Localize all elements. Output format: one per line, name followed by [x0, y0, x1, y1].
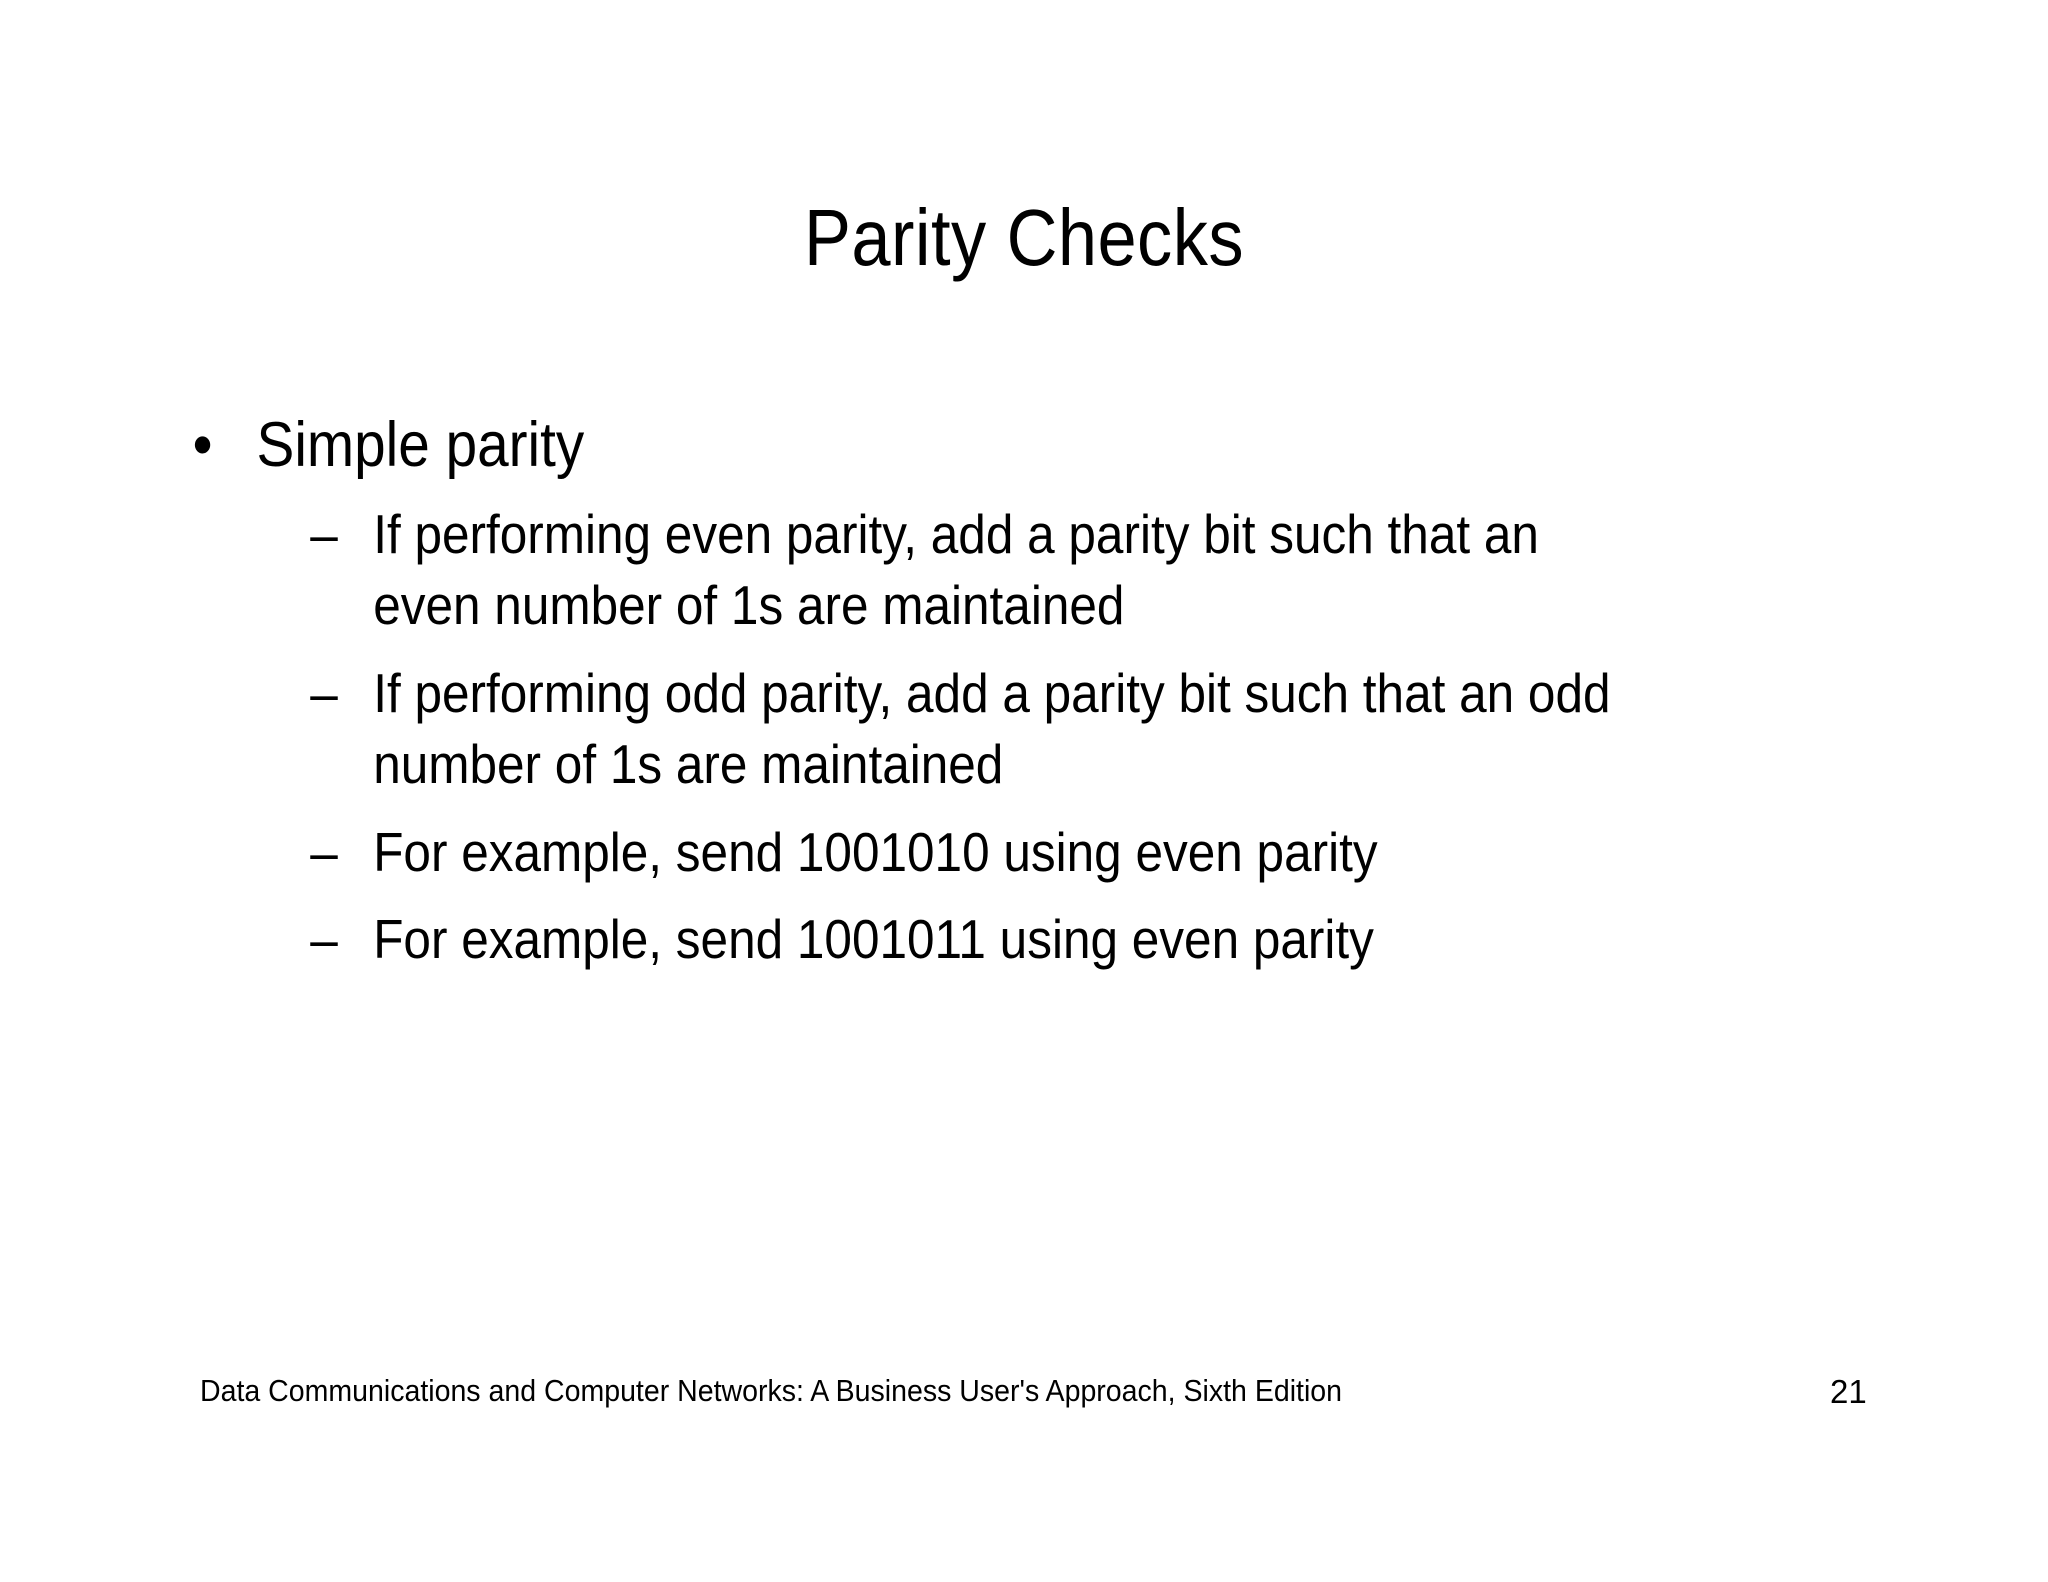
page-number: 21 — [1830, 1373, 1867, 1410]
bullet-level2-label: If performing even parity, add a parity … — [373, 502, 1539, 637]
bullet-level2-even-parity-rule: – If performing even parity, add a parit… — [303, 499, 1993, 642]
bullet-dash-icon: – — [310, 908, 338, 971]
bullet-dash-icon: – — [310, 661, 338, 724]
page-title: Parity Checks — [804, 193, 1244, 282]
slide-footer: Data Communications and Computer Network… — [200, 1372, 1900, 1410]
bullet-level2-example-1001011: – For example, send 1001011 using even p… — [303, 904, 1993, 976]
bullet-level1-label: Simple parity — [256, 410, 585, 480]
bullet-level1-simple-parity: • Simple parity — [180, 410, 2003, 481]
bullet-dash-icon: – — [310, 820, 338, 883]
bullet-level2-odd-parity-rule: – If performing odd parity, add a parity… — [303, 658, 1993, 801]
bullet-dot-icon: • — [192, 410, 213, 480]
bullet-level2-example-1001010: – For example, send 1001010 using even p… — [303, 817, 1993, 889]
bullet-level2-label: If performing odd parity, add a parity b… — [373, 661, 1611, 796]
bullet-level2-label: For example, send 1001010 using even par… — [373, 820, 1378, 883]
slide-body: • Simple parity – If performing even par… — [180, 410, 1940, 992]
bullet-dash-icon: – — [310, 502, 338, 565]
footer-citation: Data Communications and Computer Network… — [200, 1373, 1343, 1408]
sub-bullet-list: – If performing even parity, add a parit… — [180, 499, 1940, 976]
bullet-level2-label: For example, send 1001011 using even par… — [373, 908, 1374, 971]
